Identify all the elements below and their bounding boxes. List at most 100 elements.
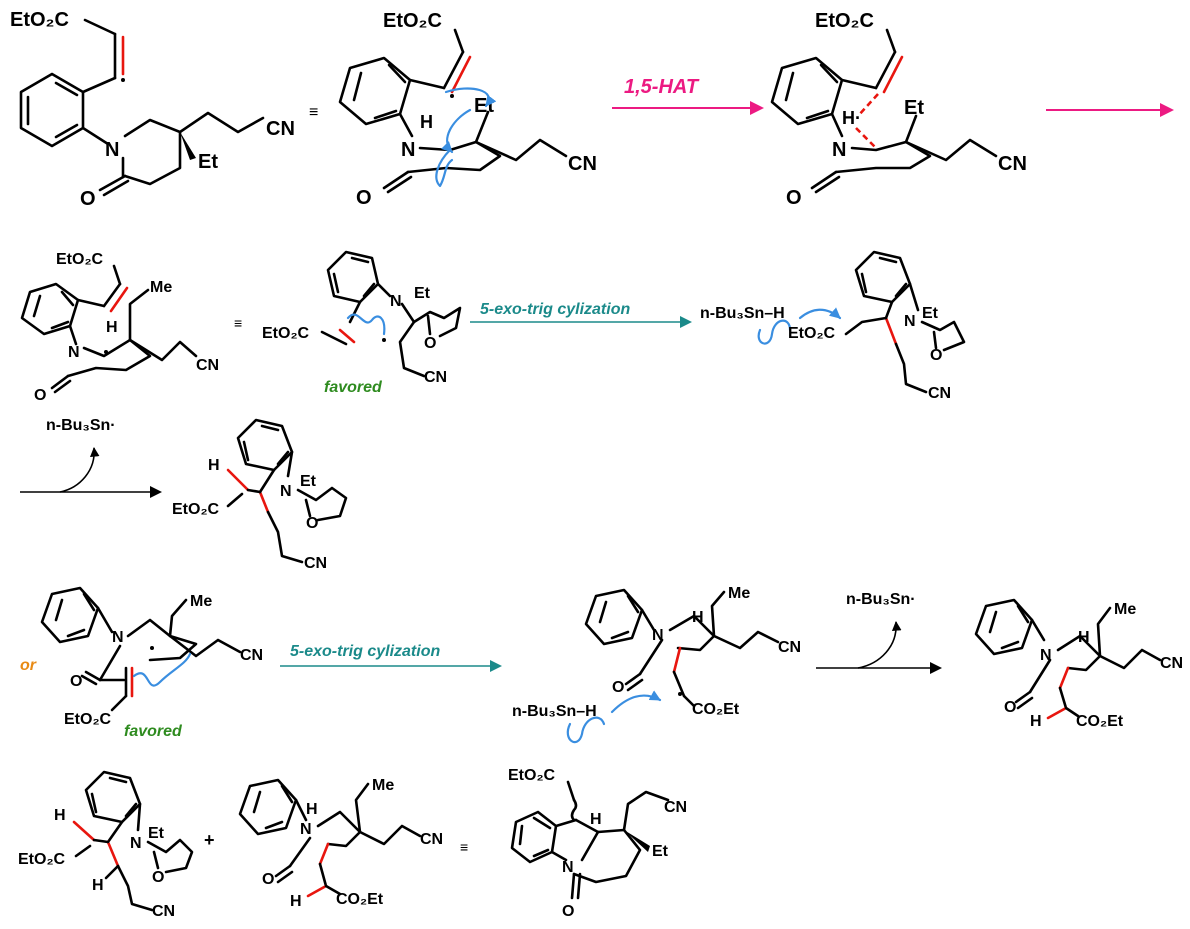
- label-h: H: [92, 877, 104, 894]
- label-co2et: EtO₂C: [10, 9, 69, 31]
- structure-indoline-product: EtO₂C N H O Et CN: [508, 767, 687, 920]
- label-n: N: [130, 835, 142, 852]
- equiv-sign: ≡: [460, 839, 468, 855]
- label-et: Et: [652, 843, 669, 860]
- arrow-tin-step-1: n-Bu₃Sn·: [20, 417, 162, 498]
- label-cn: CN: [266, 118, 295, 140]
- label-cn: CN: [568, 153, 597, 175]
- label-n: N: [105, 139, 119, 161]
- structure-hat-transition: EtO₂C H· N O Et CN: [770, 10, 1027, 209]
- structure-product-b: N H Me CN O H CO₂Et: [974, 598, 1183, 730]
- arrow-cyclization-2: 5-exo-trig cylization: [280, 643, 502, 672]
- cyclization-label: 5-exo-trig cylization: [480, 301, 630, 318]
- label-o: O: [1004, 699, 1016, 716]
- label-h-radical: H·: [842, 108, 861, 128]
- structure-alt-radical: N H Me CN O CO₂Et n-Bu₃Sn–H: [512, 585, 801, 744]
- plus-sign: +: [204, 830, 215, 850]
- label-o: O: [562, 903, 574, 920]
- label-et: Et: [904, 97, 924, 119]
- equiv-sign: ≡: [309, 104, 318, 121]
- label-cn: CN: [420, 831, 443, 848]
- label-n: N: [401, 139, 415, 161]
- structure-alt-precursor: N Me CN O EtO₂C favored: [40, 586, 263, 740]
- label-et: Et: [198, 151, 218, 173]
- label-o: O: [356, 187, 372, 209]
- tin-radical: n-Bu₃Sn·: [46, 417, 116, 434]
- tin-hydride: n-Bu₃Sn–H: [512, 703, 597, 720]
- structure-cyclized-radical: n-Bu₃Sn–H N Et EtO₂C O CN: [700, 250, 966, 402]
- label-h: H: [306, 801, 318, 818]
- label-cn: CN: [778, 639, 801, 656]
- label-n: N: [68, 344, 80, 361]
- equiv-sign: ≡: [234, 315, 242, 331]
- label-o: O: [34, 387, 46, 404]
- label-co2et: EtO₂C: [815, 10, 874, 32]
- label-n: N: [904, 313, 916, 330]
- tin-radical: n-Bu₃Sn·: [846, 591, 916, 608]
- label-co2et: EtO₂C: [508, 767, 556, 784]
- label-h: H: [420, 112, 433, 132]
- label-cn: CN: [998, 153, 1027, 175]
- label-n: N: [112, 629, 124, 646]
- label-n: N: [652, 627, 664, 644]
- label-et: Et: [148, 825, 165, 842]
- label-n: N: [562, 859, 574, 876]
- label-me: Me: [190, 593, 212, 610]
- label-co2et: CO₂Et: [1076, 713, 1124, 730]
- structure-vinyl-radical: EtO₂C N O CN Et: [10, 9, 295, 210]
- label-me: Me: [728, 585, 750, 602]
- arrow-hat: 1,5-HAT: [612, 76, 764, 115]
- label-co2et: EtO₂C: [172, 501, 220, 518]
- label-n: N: [832, 139, 846, 161]
- label-o: O: [152, 869, 164, 886]
- label-cn: CN: [304, 555, 327, 572]
- hat-label: 1,5-HAT: [624, 76, 700, 98]
- label-me: Me: [150, 279, 172, 296]
- label-co2et: CO₂Et: [692, 701, 740, 718]
- label-h: H: [1030, 713, 1042, 730]
- label-n: N: [300, 821, 312, 838]
- label-n: N: [390, 293, 402, 310]
- label-cn: CN: [664, 799, 687, 816]
- arrow-step: [1046, 103, 1174, 117]
- label-cn: CN: [928, 385, 951, 402]
- label-cn: CN: [240, 647, 263, 664]
- label-co2et: EtO₂C: [262, 325, 310, 342]
- structure-cyclization-precursor: N Et O EtO₂C CN favored: [262, 250, 462, 396]
- structure-final-a: N Et H EtO₂C H O CN: [18, 770, 194, 920]
- label-h: H: [692, 609, 704, 626]
- structure-final-b: N H Me CN O H CO₂Et: [238, 777, 443, 910]
- label-et: Et: [414, 285, 431, 302]
- label-cn: CN: [196, 357, 219, 374]
- label-me: Me: [372, 777, 394, 794]
- label-et: Et: [474, 95, 494, 117]
- tin-hydride: n-Bu₃Sn–H: [700, 305, 785, 322]
- label-me: Me: [1114, 601, 1136, 618]
- or-label: or: [20, 657, 37, 674]
- label-o: O: [80, 188, 96, 210]
- label-h: H: [290, 893, 302, 910]
- favored-label: favored: [124, 723, 183, 740]
- favored-label: favored: [324, 379, 383, 396]
- cyclization-label: 5-exo-trig cylization: [290, 643, 440, 660]
- label-n: N: [280, 483, 292, 500]
- label-o: O: [612, 679, 624, 696]
- structure-hat-conformer: EtO₂C N H O Et CN: [338, 10, 597, 209]
- label-et: Et: [922, 305, 939, 322]
- label-o: O: [262, 871, 274, 888]
- label-o: O: [306, 515, 318, 532]
- label-h: H: [106, 319, 118, 336]
- label-o: O: [930, 347, 942, 364]
- structure-product-a: N Et H EtO₂C O CN: [172, 418, 348, 572]
- label-h: H: [54, 807, 66, 824]
- label-co2et: EtO₂C: [56, 251, 104, 268]
- label-o: O: [786, 187, 802, 209]
- label-h: H: [590, 811, 602, 828]
- label-co2et: EtO₂C: [64, 711, 112, 728]
- label-co2et: CO₂Et: [336, 891, 384, 908]
- label-co2et: EtO₂C: [788, 325, 836, 342]
- label-o: O: [70, 673, 82, 690]
- arrow-cyclization-1: 5-exo-trig cylization: [470, 301, 692, 328]
- arrow-tin-step-2: n-Bu₃Sn·: [816, 591, 942, 674]
